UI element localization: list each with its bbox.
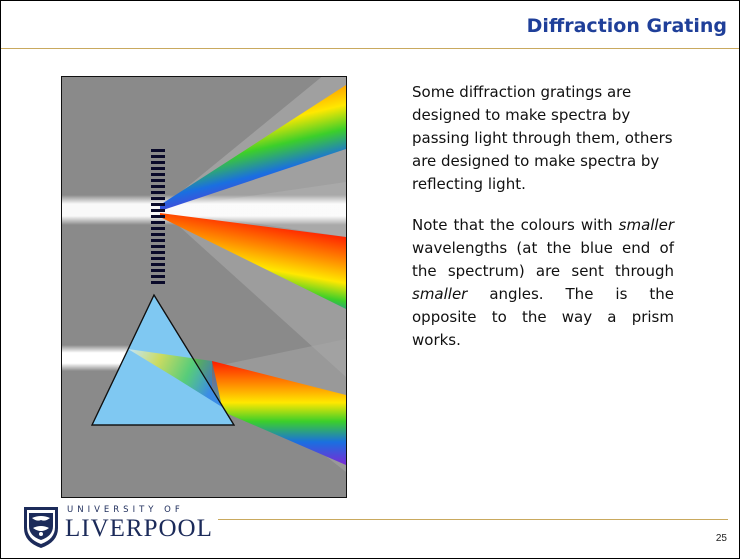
paragraph-gratings: Some diffraction gratings are designed t… bbox=[412, 83, 673, 193]
diffraction-prism-illustration bbox=[61, 76, 347, 498]
body-text: Some diffraction gratings are designed t… bbox=[412, 81, 674, 370]
university-crest-icon bbox=[24, 507, 58, 548]
text-run: Note that the colours with bbox=[412, 216, 619, 234]
slide-title: Diffraction Grating bbox=[526, 15, 727, 37]
emphasis-smaller: smaller bbox=[412, 285, 468, 303]
logo-university-of: UNIVERSITY OF bbox=[67, 505, 184, 515]
title-divider bbox=[1, 48, 739, 49]
emphasis-smaller: smaller bbox=[618, 216, 674, 234]
text-run: wavelengths (at the blue end of the spec… bbox=[412, 239, 674, 280]
logo-liverpool: LIVERPOOL bbox=[65, 515, 213, 542]
page-number: 25 bbox=[715, 533, 727, 544]
footer-divider bbox=[218, 519, 728, 520]
paragraph-wavelengths: Note that the colours with smaller wavel… bbox=[412, 214, 674, 352]
text-run: angles. The is the opposite to the way a… bbox=[412, 285, 674, 349]
